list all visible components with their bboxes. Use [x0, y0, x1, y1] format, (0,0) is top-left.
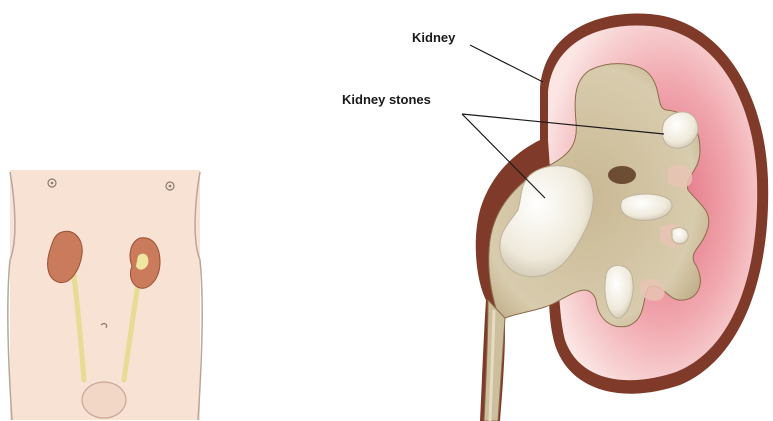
torso-diagram: [8, 170, 202, 420]
kidney-cross-section: [476, 14, 768, 421]
kidney-stone-small-icon: [672, 228, 688, 244]
calyx-opening: [608, 166, 636, 184]
kidney-stones-label: Kidney stones: [342, 92, 431, 107]
kidney-leader-line: [470, 45, 543, 82]
kidney-label: Kidney: [412, 30, 456, 45]
bladder-icon: [82, 382, 126, 418]
kidney-stone-middle-icon: [621, 194, 672, 220]
